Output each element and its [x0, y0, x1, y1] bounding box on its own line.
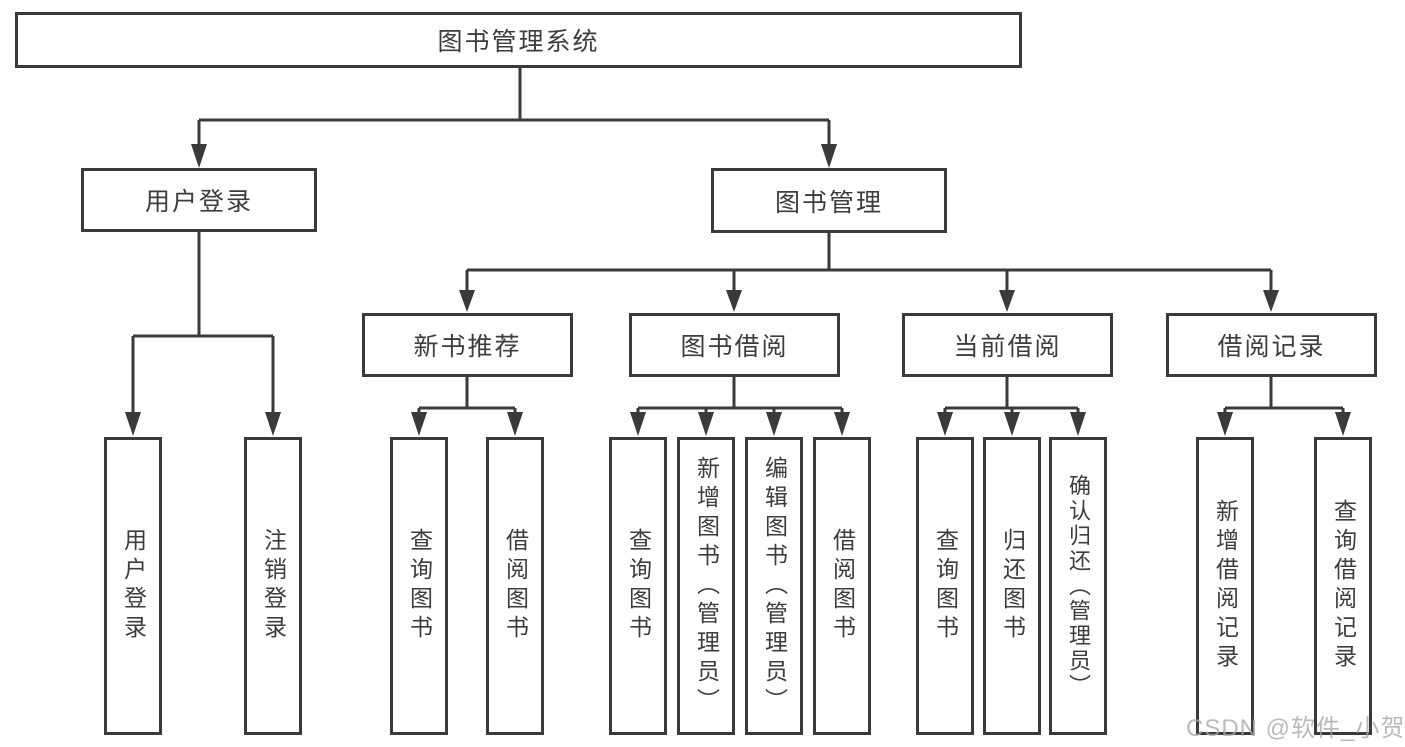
node-book-management: 图书管理 — [711, 168, 947, 233]
arrowhead — [459, 290, 475, 312]
leaf-user-login-label: 用户登录 — [120, 528, 147, 644]
node-current-borrowing-label: 当前借阅 — [953, 333, 1062, 361]
node-current-borrowing: 当前借阅 — [902, 313, 1113, 377]
leaf-nb-query-book-label: 查询图书 — [406, 528, 433, 644]
arrowhead — [1335, 412, 1351, 436]
arrowhead — [507, 412, 523, 436]
arrowhead — [1004, 412, 1020, 436]
leaf-bb-add-book-admin-label: 新增图书（管理员） — [693, 455, 720, 717]
arrowhead — [821, 144, 837, 168]
arrowhead — [726, 290, 742, 312]
leaf-bb-query-book: 查询图书 — [609, 437, 667, 735]
node-root: 图书管理系统 — [15, 12, 1022, 68]
arrowhead — [1070, 412, 1086, 436]
node-root-label: 图书管理系统 — [437, 28, 600, 56]
csdn-watermark: CSDN @软件_小贺同学 — [1186, 715, 1405, 742]
edge-borrow-record-children — [1217, 377, 1351, 436]
edge-user-login-children — [125, 232, 281, 436]
arrowhead — [1217, 412, 1233, 436]
leaf-cb-query-book-label: 查询图书 — [932, 528, 959, 644]
leaf-cb-return-book: 归还图书 — [983, 437, 1041, 735]
arrowhead — [265, 412, 281, 436]
edge-current-borrow-children — [937, 377, 1086, 436]
arrowhead — [125, 412, 141, 436]
node-user-login: 用户登录 — [81, 168, 317, 232]
leaf-bb-query-book-label: 查询图书 — [625, 528, 652, 644]
arrowhead — [411, 412, 427, 436]
arrowhead — [1263, 290, 1279, 312]
node-borrow-records-label: 借阅记录 — [1217, 333, 1326, 361]
leaf-br-add-record-label: 新增借阅记录 — [1212, 499, 1239, 673]
leaf-bb-edit-book-admin: 编辑图书（管理员） — [745, 437, 803, 735]
leaf-br-add-record: 新增借阅记录 — [1196, 437, 1254, 735]
leaf-nb-borrow-book-label: 借阅图书 — [502, 528, 529, 644]
node-user-login-label: 用户登录 — [144, 188, 253, 216]
arrowhead — [630, 412, 646, 436]
leaf-bb-edit-book-admin-label: 编辑图书（管理员） — [761, 455, 788, 717]
node-book-borrowing: 图书借阅 — [629, 313, 840, 377]
node-new-book-recommend-label: 新书推荐 — [413, 333, 522, 361]
arrowhead — [999, 290, 1015, 312]
node-borrow-records: 借阅记录 — [1166, 313, 1377, 377]
leaf-bb-borrow-book: 借阅图书 — [813, 437, 871, 735]
leaf-br-query-record: 查询借阅记录 — [1314, 437, 1372, 735]
edge-book-borrow-children — [630, 377, 850, 436]
leaf-nb-borrow-book: 借阅图书 — [486, 437, 544, 735]
arrowhead — [834, 412, 850, 436]
arrowhead — [191, 144, 207, 168]
leaf-cb-query-book: 查询图书 — [916, 437, 974, 735]
leaf-bb-add-book-admin: 新增图书（管理员） — [677, 437, 735, 735]
leaf-logout: 注销登录 — [244, 437, 302, 735]
edge-new-book-children — [411, 377, 523, 436]
leaf-cb-confirm-return-admin-label: 确认归还（管理员） — [1066, 473, 1091, 699]
leaf-user-login: 用户登录 — [104, 437, 162, 735]
edge-root-to-level2 — [191, 68, 837, 168]
arrowhead — [766, 412, 782, 436]
leaf-bb-borrow-book-label: 借阅图书 — [829, 528, 856, 644]
node-new-book-recommend: 新书推荐 — [362, 313, 573, 377]
arrowhead — [698, 412, 714, 436]
leaf-nb-query-book: 查询图书 — [390, 437, 448, 735]
leaf-br-query-record-label: 查询借阅记录 — [1330, 499, 1357, 673]
edge-book-management-children — [459, 233, 1279, 312]
leaf-logout-label: 注销登录 — [260, 528, 287, 644]
node-book-management-label: 图书管理 — [774, 188, 883, 217]
leaf-cb-confirm-return-admin: 确认归还（管理员） — [1049, 437, 1107, 735]
arrowhead — [937, 412, 953, 436]
node-book-borrowing-label: 图书借阅 — [680, 333, 789, 361]
leaf-cb-return-book-label: 归还图书 — [999, 528, 1026, 644]
